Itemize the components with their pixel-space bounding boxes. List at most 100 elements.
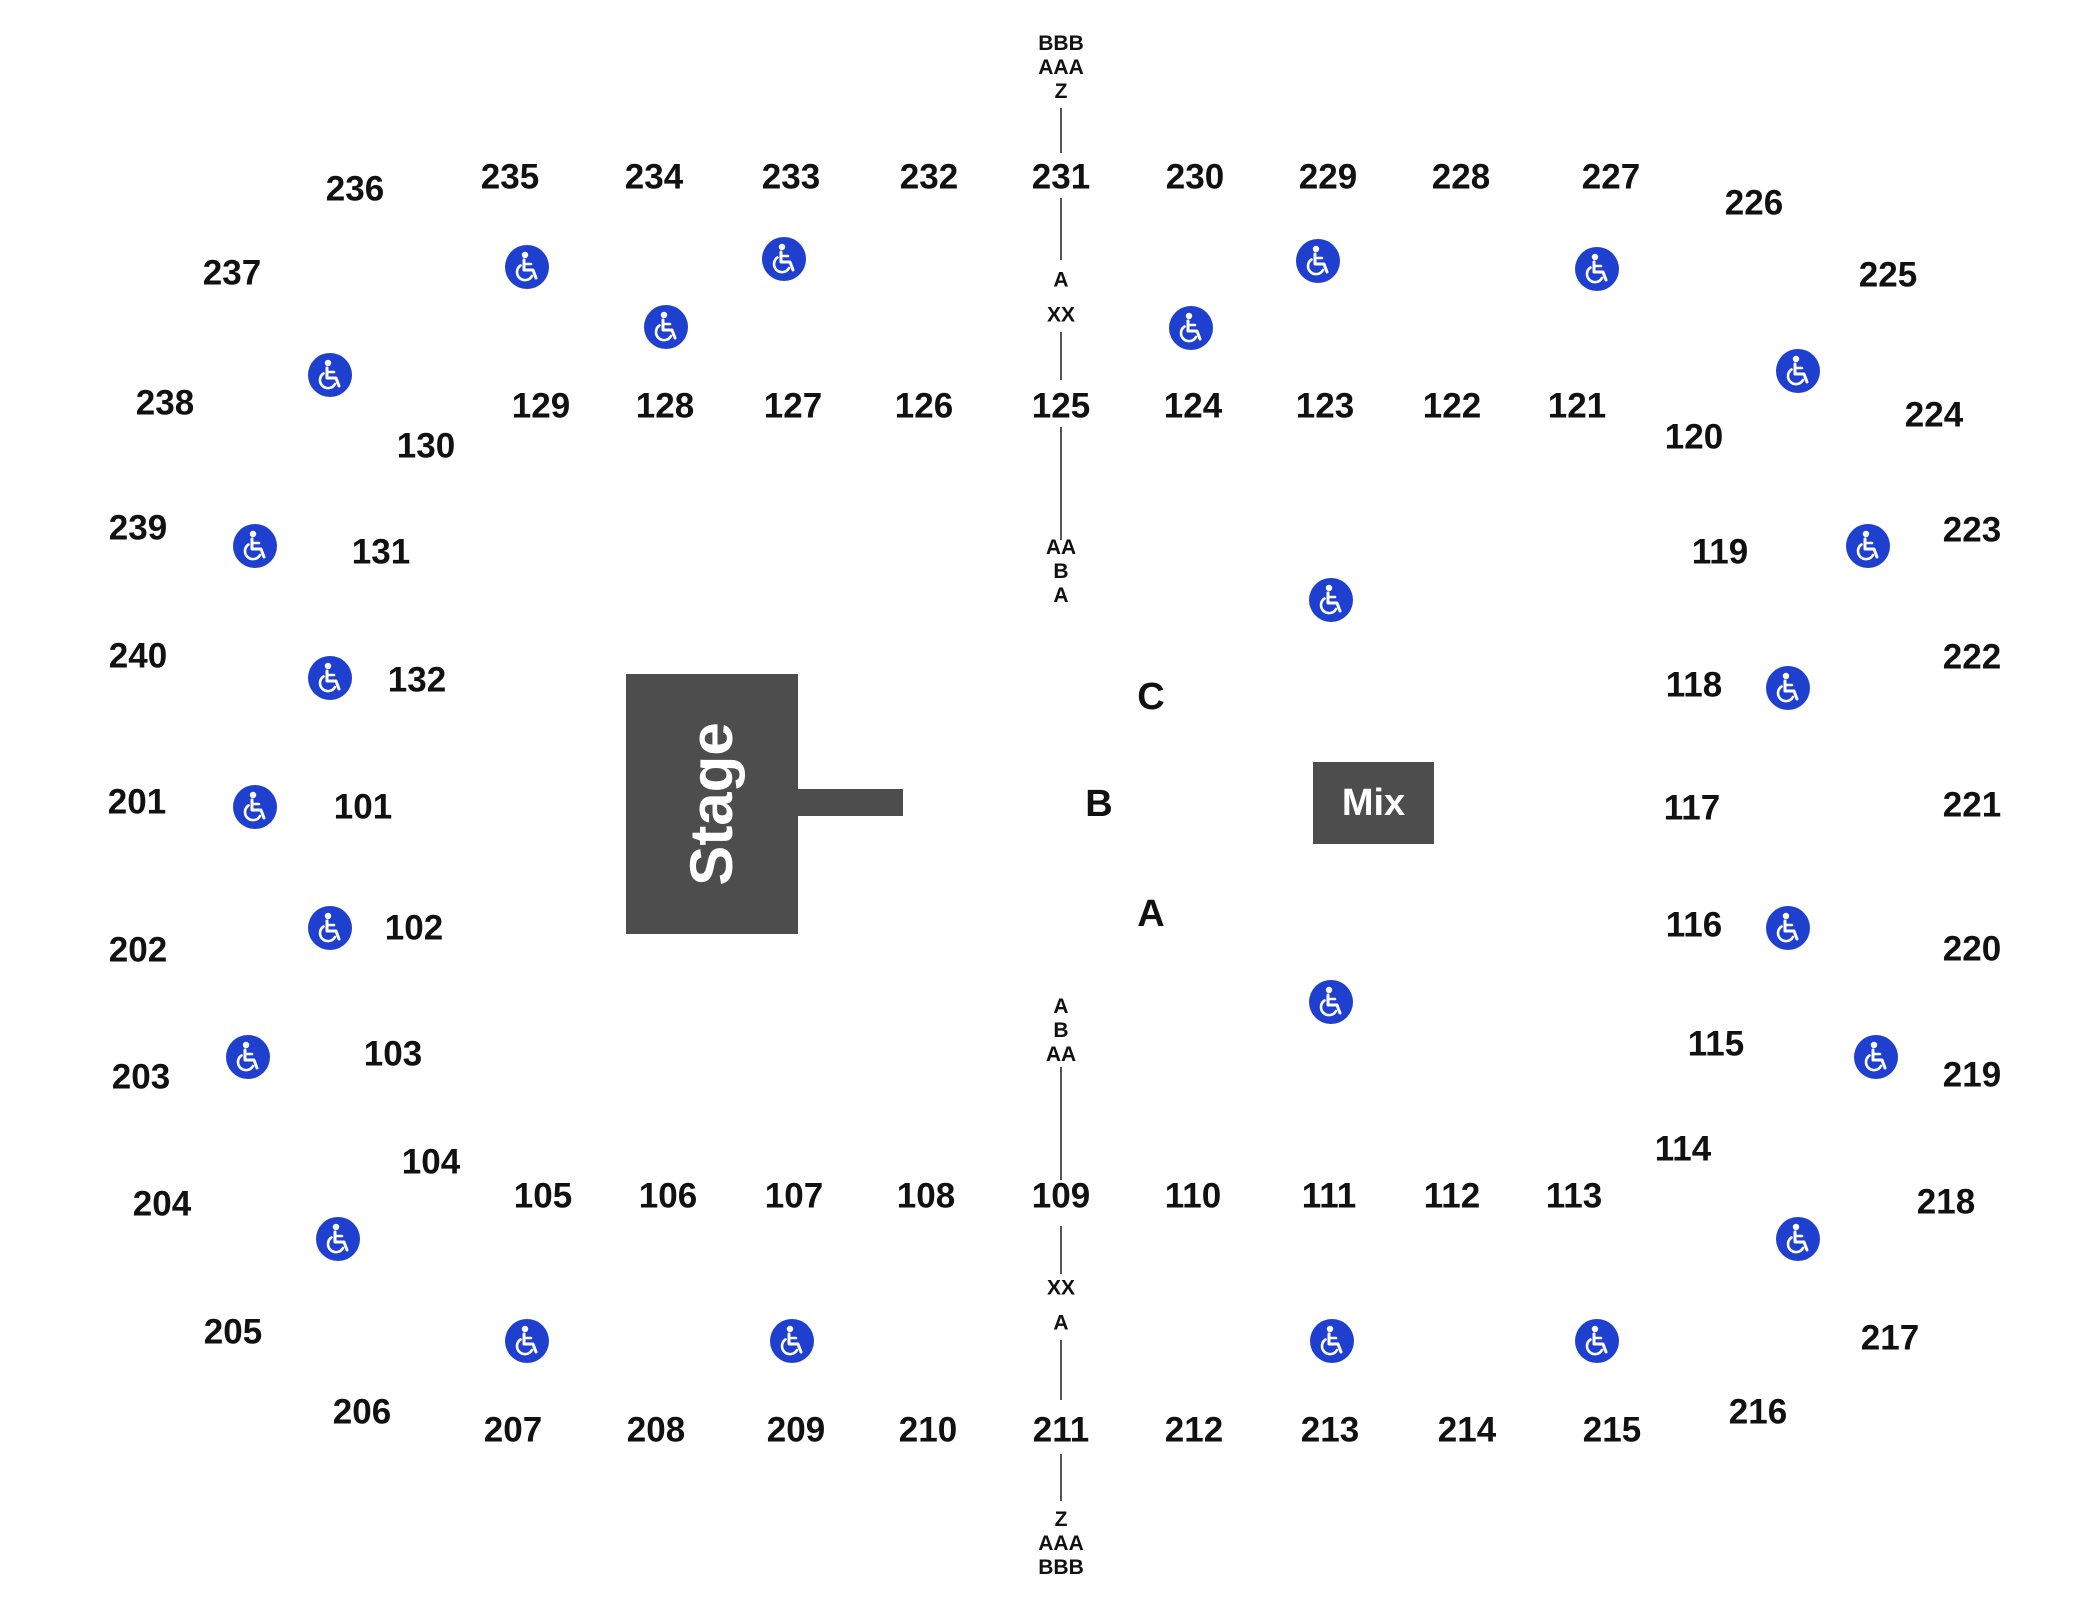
section-208[interactable]: 208 (626, 1410, 686, 1450)
section-229[interactable]: 229 (1298, 157, 1358, 197)
section-101[interactable]: 101 (333, 787, 393, 827)
row-labels-bottom-inner: A B AA (1046, 995, 1076, 1067)
section-203[interactable]: 203 (111, 1057, 171, 1097)
section-121[interactable]: 121 (1547, 386, 1607, 426)
section-227[interactable]: 227 (1581, 157, 1641, 197)
section-109[interactable]: 109 (1031, 1176, 1091, 1216)
wheelchair-icon (316, 1217, 360, 1261)
section-123[interactable]: 123 (1295, 386, 1355, 426)
section-120[interactable]: 120 (1664, 417, 1724, 457)
wheelchair-icon (233, 785, 277, 829)
section-206[interactable]: 206 (332, 1392, 392, 1432)
wheelchair-icon (1766, 666, 1810, 710)
mix-position: Mix (1313, 762, 1434, 844)
section-240[interactable]: 240 (108, 636, 168, 676)
row-label: BBB (1038, 32, 1084, 55)
floor-section-a[interactable]: A (1137, 893, 1165, 935)
wheelchair-icon (762, 237, 806, 281)
wheelchair-icon (770, 1319, 814, 1363)
section-111[interactable]: 111 (1301, 1176, 1357, 1216)
section-131[interactable]: 131 (351, 532, 411, 572)
section-224[interactable]: 224 (1904, 395, 1964, 435)
section-132[interactable]: 132 (387, 660, 447, 700)
wheelchair-icon (226, 1035, 270, 1079)
section-215[interactable]: 215 (1582, 1410, 1642, 1450)
section-237[interactable]: 237 (202, 253, 262, 293)
section-124[interactable]: 124 (1163, 386, 1223, 426)
section-113[interactable]: 113 (1545, 1176, 1603, 1216)
section-210[interactable]: 210 (898, 1410, 958, 1450)
section-232[interactable]: 232 (899, 157, 959, 197)
section-204[interactable]: 204 (132, 1184, 192, 1224)
section-217[interactable]: 217 (1860, 1318, 1920, 1358)
aisle-line-top-inner (1060, 427, 1062, 540)
row-label: AA (1045, 1043, 1077, 1066)
wheelchair-icon (1310, 1319, 1354, 1363)
wheelchair-icon (308, 353, 352, 397)
aisle-line-bottom-outer (1060, 1454, 1062, 1501)
section-130[interactable]: 130 (396, 426, 456, 466)
section-122[interactable]: 122 (1422, 386, 1482, 426)
section-202[interactable]: 202 (108, 930, 168, 970)
section-127[interactable]: 127 (763, 386, 823, 426)
section-110[interactable]: 110 (1164, 1176, 1222, 1216)
section-118[interactable]: 118 (1665, 665, 1723, 705)
section-218[interactable]: 218 (1916, 1182, 1976, 1222)
section-219[interactable]: 219 (1942, 1055, 2002, 1095)
section-128[interactable]: 128 (635, 386, 695, 426)
section-105[interactable]: 105 (513, 1176, 573, 1216)
section-212[interactable]: 212 (1164, 1410, 1224, 1450)
section-234[interactable]: 234 (624, 157, 684, 197)
section-223[interactable]: 223 (1942, 510, 2002, 550)
wheelchair-icon (233, 524, 277, 568)
stage: Stage (626, 674, 798, 934)
section-125[interactable]: 125 (1031, 386, 1091, 426)
section-108[interactable]: 108 (896, 1176, 956, 1216)
section-102[interactable]: 102 (384, 908, 444, 948)
row-label: AAA (1038, 56, 1084, 79)
section-236[interactable]: 236 (325, 169, 385, 209)
section-213[interactable]: 213 (1300, 1410, 1360, 1450)
floor-section-c[interactable]: C (1137, 676, 1165, 718)
section-126[interactable]: 126 (894, 386, 954, 426)
floor-section-b[interactable]: B (1085, 783, 1113, 825)
section-119[interactable]: 119 (1691, 532, 1749, 572)
section-222[interactable]: 222 (1942, 637, 2002, 677)
section-225[interactable]: 225 (1858, 255, 1918, 295)
section-116[interactable]: 116 (1665, 905, 1723, 945)
section-214[interactable]: 214 (1437, 1410, 1497, 1450)
section-104[interactable]: 104 (401, 1142, 461, 1182)
section-221[interactable]: 221 (1942, 785, 2002, 825)
section-106[interactable]: 106 (638, 1176, 698, 1216)
stage-runway (798, 789, 903, 816)
section-107[interactable]: 107 (764, 1176, 824, 1216)
section-201[interactable]: 201 (107, 782, 167, 822)
section-231[interactable]: 231 (1031, 157, 1091, 197)
section-129[interactable]: 129 (511, 386, 571, 426)
section-235[interactable]: 235 (480, 157, 540, 197)
aisle-line-top-upper (1060, 332, 1062, 380)
section-233[interactable]: 233 (761, 157, 821, 197)
section-112[interactable]: 112 (1423, 1176, 1481, 1216)
section-205[interactable]: 205 (203, 1312, 263, 1352)
section-228[interactable]: 228 (1431, 157, 1491, 197)
section-207[interactable]: 207 (483, 1410, 543, 1450)
section-211[interactable]: 211 (1032, 1410, 1090, 1450)
section-209[interactable]: 209 (766, 1410, 826, 1450)
row-label-top-a: A (1053, 268, 1069, 292)
section-117[interactable]: 117 (1663, 788, 1721, 828)
section-114[interactable]: 114 (1654, 1129, 1712, 1169)
section-239[interactable]: 239 (108, 508, 168, 548)
section-220[interactable]: 220 (1942, 929, 2002, 969)
row-labels-top-outer: BBB AAA Z (1038, 32, 1084, 104)
section-103[interactable]: 103 (363, 1034, 423, 1074)
section-216[interactable]: 216 (1728, 1392, 1788, 1432)
section-238[interactable]: 238 (135, 383, 195, 423)
section-115[interactable]: 115 (1687, 1024, 1745, 1064)
section-226[interactable]: 226 (1724, 183, 1784, 223)
section-230[interactable]: 230 (1165, 157, 1225, 197)
row-labels-top-inner: AA B A (1046, 536, 1076, 608)
row-label-bottom-xx: XX (1046, 1276, 1076, 1300)
wheelchair-icon (1309, 578, 1353, 622)
row-label: B (1053, 560, 1069, 583)
